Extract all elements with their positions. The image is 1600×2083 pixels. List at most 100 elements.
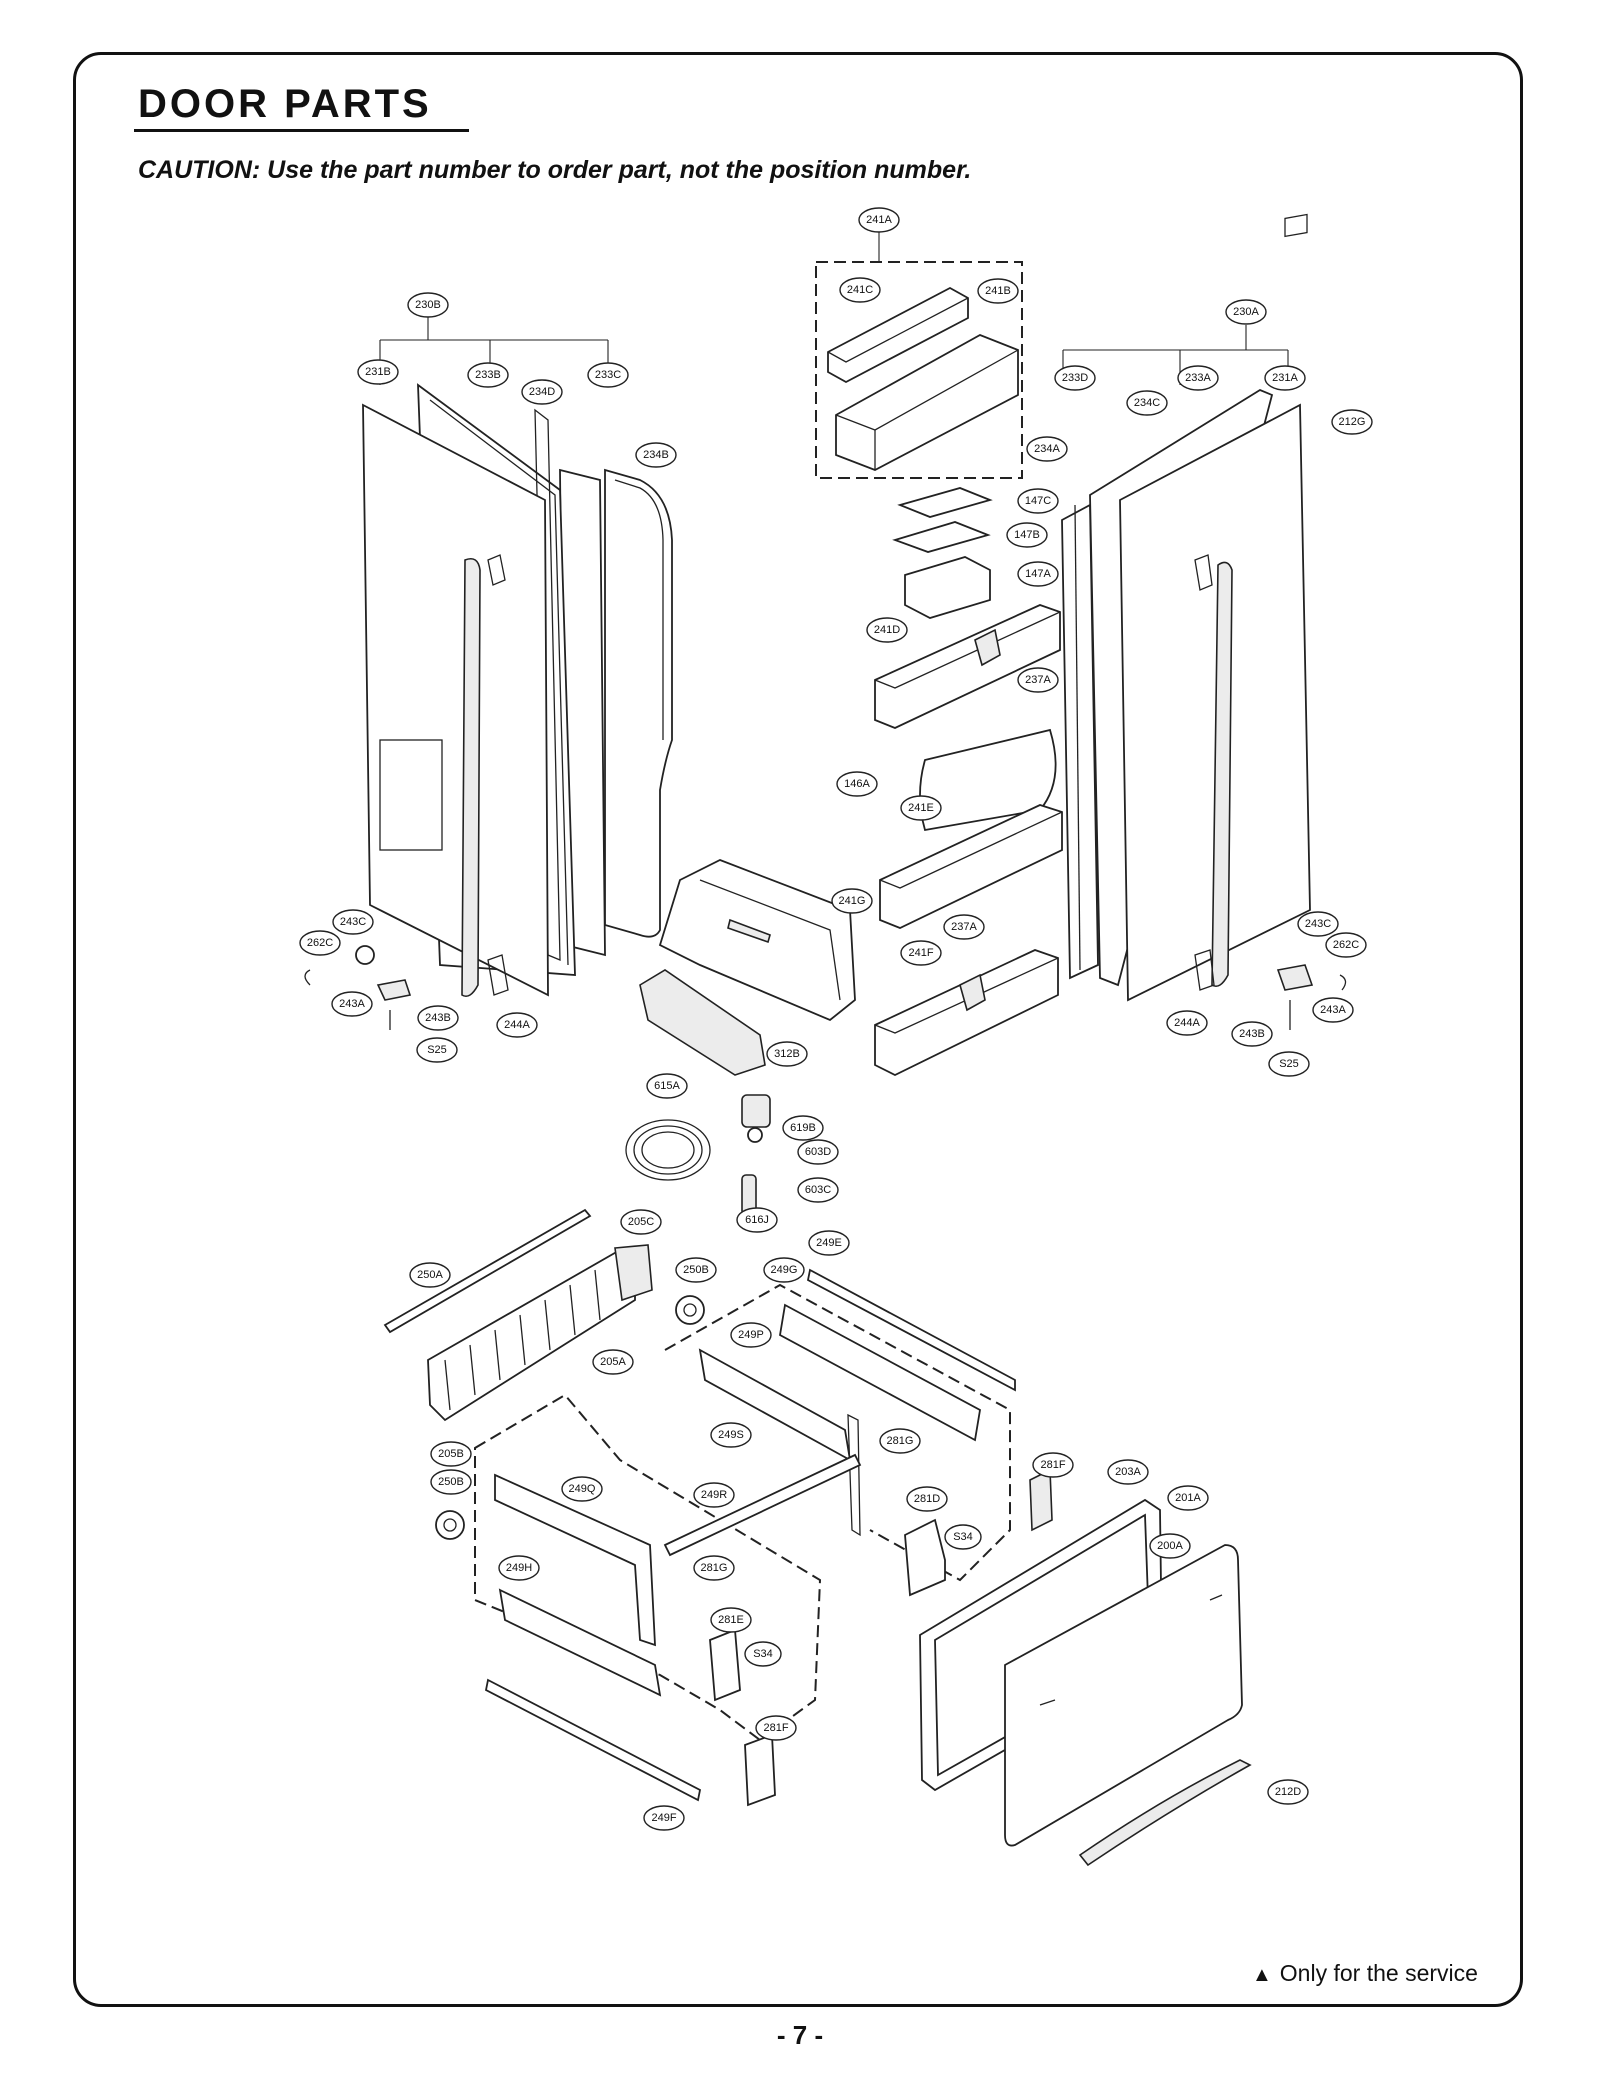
title-underline bbox=[134, 129, 469, 132]
callout-616J: 616J bbox=[736, 1207, 778, 1233]
caution-note: CAUTION: Use the part number to order pa… bbox=[138, 156, 972, 184]
svg-text:201A: 201A bbox=[1175, 1492, 1201, 1504]
svg-text:231B: 231B bbox=[365, 366, 391, 378]
callout-237A-top: 237A bbox=[1017, 667, 1059, 693]
callout-S25-r: S25 bbox=[1268, 1051, 1310, 1077]
svg-text:234B: 234B bbox=[643, 449, 669, 461]
rail-249E bbox=[806, 1268, 1016, 1392]
svg-text:250B: 250B bbox=[683, 1264, 709, 1276]
callout-241D: 241D bbox=[866, 617, 908, 643]
svg-text:146A: 146A bbox=[844, 778, 870, 790]
svg-text:244A: 244A bbox=[504, 1019, 530, 1031]
callout-250A: 250A bbox=[409, 1262, 451, 1288]
cover-281D bbox=[904, 1518, 946, 1597]
bin-assembly-box bbox=[815, 261, 1023, 479]
svg-text:S34: S34 bbox=[953, 1531, 973, 1543]
svg-text:147A: 147A bbox=[1025, 568, 1051, 580]
page-title: DOOR PARTS bbox=[138, 82, 432, 126]
basket-205A bbox=[427, 1244, 653, 1422]
callout-147B: 147B bbox=[1006, 522, 1048, 548]
callout-249Q: 249Q bbox=[561, 1476, 603, 1502]
callout-241C: 241C bbox=[839, 277, 881, 303]
right-door-liner-233D bbox=[1061, 503, 1099, 980]
callout-241E: 241E bbox=[900, 795, 942, 821]
callouts: 241A 241C 241B 230B 231B 233B 233C 234D … bbox=[299, 207, 1373, 1831]
svg-text:241G: 241G bbox=[839, 895, 866, 907]
callout-249R: 249R bbox=[693, 1482, 735, 1508]
callout-231A: 231A bbox=[1264, 365, 1306, 391]
left-door-panel-231B bbox=[362, 403, 549, 997]
svg-text:243B: 243B bbox=[425, 1012, 451, 1024]
svg-text:262C: 262C bbox=[307, 937, 333, 949]
dairy-bin-147 bbox=[892, 487, 993, 619]
left-door-hinge-244A bbox=[487, 554, 509, 996]
svg-text:241E: 241E bbox=[908, 802, 934, 814]
door-shelf-241F bbox=[874, 949, 1059, 1077]
callout-262C-l: 262C bbox=[299, 930, 341, 956]
callout-205B: 205B bbox=[430, 1441, 472, 1467]
callout-212G: 212G bbox=[1331, 409, 1373, 435]
svg-text:281D: 281D bbox=[914, 1493, 940, 1505]
svg-text:243C: 243C bbox=[1305, 918, 1331, 930]
callout-281G-b: 281G bbox=[693, 1555, 735, 1581]
freezer-handle-212D bbox=[1078, 1759, 1252, 1867]
page-frame bbox=[73, 52, 1523, 2007]
door-shelf-241D bbox=[874, 604, 1061, 729]
right-hinge-assembly bbox=[1276, 964, 1347, 1030]
svg-text:249Q: 249Q bbox=[569, 1483, 596, 1495]
svg-text:249F: 249F bbox=[651, 1812, 676, 1824]
left-hinge-assembly bbox=[304, 945, 412, 1030]
svg-text:243A: 243A bbox=[339, 998, 365, 1010]
callout-234B: 234B bbox=[635, 442, 677, 468]
svg-text:615A: 615A bbox=[654, 1080, 680, 1092]
svg-text:249S: 249S bbox=[718, 1429, 744, 1441]
callout-244A-r: 244A bbox=[1166, 1010, 1208, 1036]
callout-233D: 233D bbox=[1054, 365, 1096, 391]
svg-text:S34: S34 bbox=[753, 1648, 773, 1660]
svg-text:281F: 281F bbox=[1040, 1459, 1065, 1471]
svg-text:203A: 203A bbox=[1115, 1466, 1141, 1478]
callout-243C-l: 243C bbox=[332, 909, 374, 935]
callout-241A: 241A bbox=[858, 207, 900, 233]
callout-281E: 281E bbox=[710, 1607, 752, 1633]
callout-147C: 147C bbox=[1017, 488, 1059, 514]
svg-text:241A: 241A bbox=[866, 214, 892, 226]
door-shelf-241E bbox=[879, 804, 1063, 929]
door-bin-241B bbox=[835, 334, 1019, 471]
callout-249H: 249H bbox=[498, 1555, 540, 1581]
callout-619B: 619B bbox=[782, 1115, 824, 1141]
callout-234D: 234D bbox=[521, 379, 563, 405]
callout-234C: 234C bbox=[1126, 390, 1168, 416]
callout-262C-r: 262C bbox=[1325, 932, 1367, 958]
callout-243C-r: 243C bbox=[1297, 911, 1339, 937]
callout-230A: 230A bbox=[1225, 299, 1267, 325]
svg-text:234C: 234C bbox=[1134, 397, 1160, 409]
svg-text:147B: 147B bbox=[1014, 529, 1040, 541]
left-door-gasket-234B bbox=[604, 468, 673, 938]
svg-text:281E: 281E bbox=[718, 1614, 744, 1626]
callout-281G-t: 281G bbox=[879, 1428, 921, 1454]
callout-205A: 205A bbox=[592, 1349, 634, 1375]
callout-615A: 615A bbox=[646, 1073, 688, 1099]
callout-281D: 281D bbox=[906, 1486, 948, 1512]
callout-S25-l: S25 bbox=[416, 1037, 458, 1063]
right-door-panel-231A bbox=[1119, 213, 1311, 1002]
svg-text:200A: 200A bbox=[1157, 1540, 1183, 1552]
svg-text:243A: 243A bbox=[1320, 1004, 1346, 1016]
callout-250B-t: 250B bbox=[675, 1257, 717, 1283]
callout-234A: 234A bbox=[1026, 436, 1068, 462]
rail-249F bbox=[484, 1678, 702, 1802]
svg-text:212G: 212G bbox=[1339, 416, 1366, 428]
svg-text:237A: 237A bbox=[951, 921, 977, 933]
ice-bin-241G bbox=[658, 859, 856, 1022]
svg-text:249R: 249R bbox=[701, 1489, 727, 1501]
callout-281F-t: 281F bbox=[1032, 1452, 1074, 1478]
svg-text:249H: 249H bbox=[506, 1562, 532, 1574]
valve-619B bbox=[741, 1094, 771, 1143]
rail-249R bbox=[663, 1453, 862, 1557]
callout-603D: 603D bbox=[797, 1139, 839, 1165]
svg-text:147C: 147C bbox=[1025, 495, 1051, 507]
svg-text:281F: 281F bbox=[763, 1722, 788, 1734]
svg-text:619B: 619B bbox=[790, 1122, 816, 1134]
